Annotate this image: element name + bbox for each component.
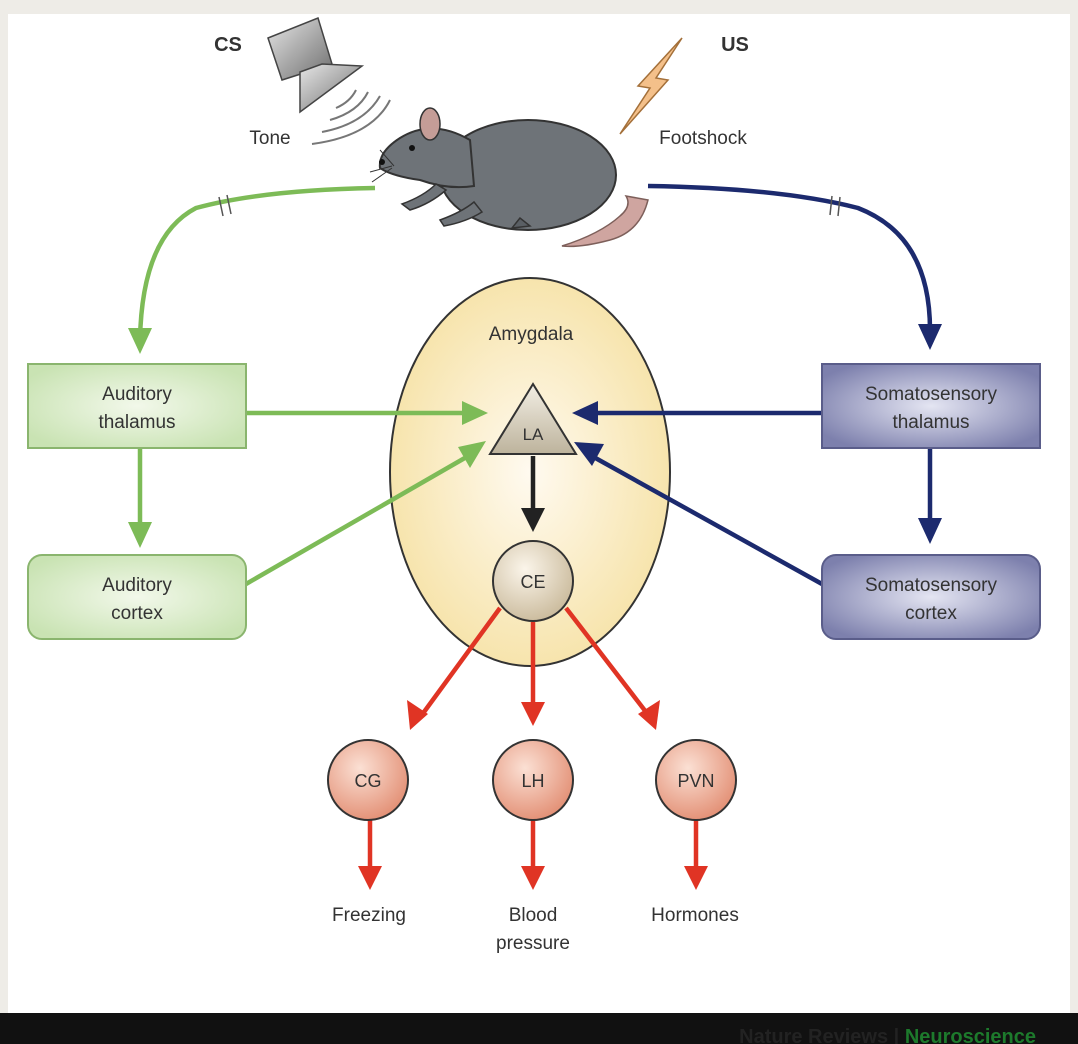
cs-label: CS — [214, 34, 242, 56]
svg-text:CG: CG — [355, 771, 382, 791]
us-label: US — [721, 34, 749, 56]
auditory-pathway — [137, 185, 472, 586]
output-pathway — [367, 606, 699, 872]
pvn-nucleus: PVN — [655, 739, 737, 821]
somatosensory-arrowhead — [572, 401, 598, 425]
credit-separator: | — [888, 1026, 905, 1044]
svg-text:Auditory: Auditory — [102, 384, 172, 405]
sound-waves-icon — [311, 89, 391, 145]
svg-text:CE: CE — [520, 572, 545, 592]
bottom-bar — [0, 1013, 1078, 1044]
svg-text:thalamus: thalamus — [892, 412, 969, 433]
output-arrowhead — [684, 866, 708, 890]
output-arrowhead — [358, 866, 382, 890]
somatosensory-arrowhead — [918, 324, 942, 350]
svg-text:LA: LA — [523, 425, 544, 444]
break-mark — [829, 195, 841, 217]
auditory-arrowhead — [462, 401, 488, 425]
auditory-thalamus-box: Auditory thalamus — [27, 363, 247, 449]
somatosensory-arrowhead — [574, 442, 604, 466]
lightning-icon — [619, 37, 683, 135]
svg-text:Auditory: Auditory — [102, 575, 172, 596]
svg-text:Somatosensory: Somatosensory — [865, 384, 998, 405]
svg-text:PVN: PVN — [677, 771, 714, 791]
la-to-ce-arrow — [521, 456, 545, 532]
amygdala-region — [389, 277, 671, 667]
lh-nucleus: LH — [492, 739, 574, 821]
somatosensory-thalamus-box: Somatosensory thalamus — [821, 363, 1041, 449]
auditory-cortex-box: Auditory cortex — [27, 554, 247, 640]
blood-pressure-label: Blood — [509, 905, 558, 926]
svg-text:Somatosensory: Somatosensory — [865, 575, 998, 596]
journal-field: Neuroscience — [904, 1026, 1036, 1044]
rat-icon — [369, 107, 649, 248]
output-arrowhead — [521, 866, 545, 890]
auditory-arrowhead — [128, 328, 152, 354]
auditory-arrowhead — [458, 441, 486, 468]
break-mark — [218, 194, 232, 217]
tone-label: Tone — [249, 128, 290, 149]
somatosensory-cortex-box: Somatosensory cortex — [821, 554, 1041, 640]
svg-text:LH: LH — [521, 771, 544, 791]
footshock-label: Footshock — [659, 128, 747, 149]
hormones-label: Hormones — [651, 905, 739, 926]
journal-credit: Nature Reviews | Neuroscience — [739, 1026, 1036, 1044]
la-nucleus: LA — [488, 382, 578, 455]
svg-text:thalamus: thalamus — [98, 412, 175, 433]
output-arrowhead — [638, 700, 660, 730]
output-arrowhead — [407, 700, 428, 730]
amygdala-label: Amygdala — [489, 324, 574, 345]
journal-name: Nature Reviews — [739, 1026, 889, 1044]
svg-text:cortex: cortex — [111, 603, 163, 624]
somatosensory-pathway — [588, 183, 933, 586]
freezing-label: Freezing — [332, 905, 406, 926]
auditory-arrowhead — [128, 522, 152, 548]
ce-nucleus: CE — [492, 540, 574, 622]
blood-pressure-label: pressure — [496, 933, 570, 954]
speaker-icon — [267, 17, 365, 114]
output-arrowhead — [521, 702, 545, 726]
svg-text:cortex: cortex — [905, 603, 957, 624]
somatosensory-arrowhead — [918, 518, 942, 544]
cg-nucleus: CG — [327, 739, 409, 821]
